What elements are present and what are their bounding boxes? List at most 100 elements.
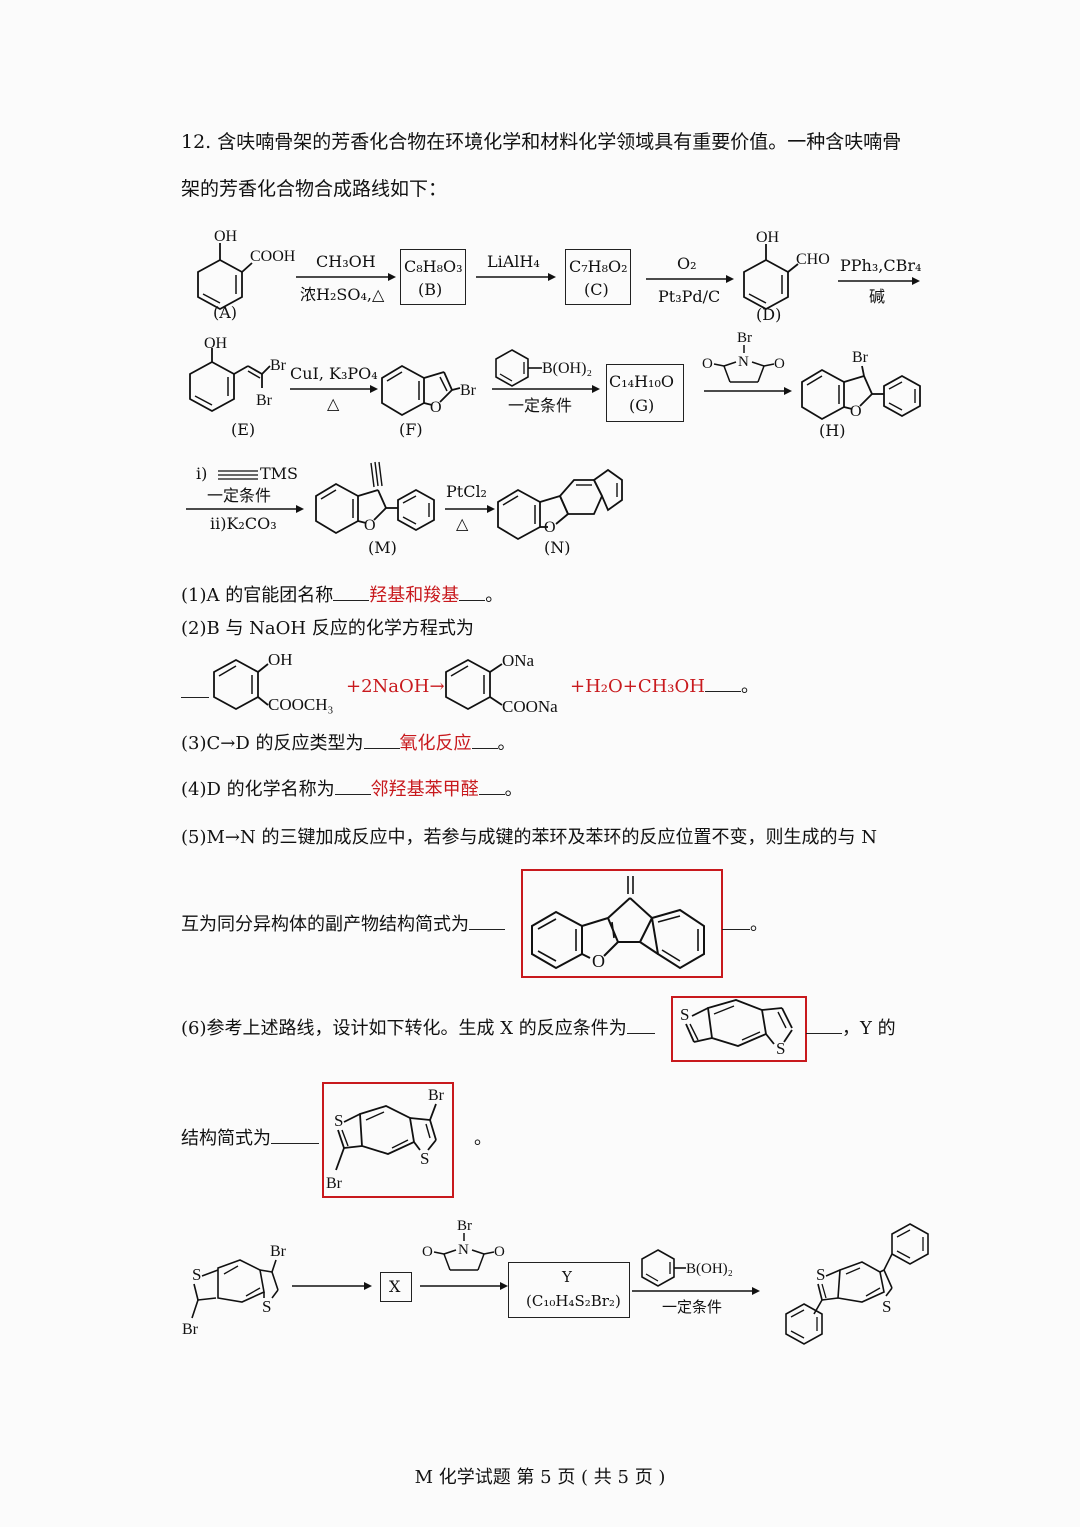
arrow-r9 (445, 505, 495, 513)
question-line-1: 12. 含呋喃骨架的芳香化合物在环境化学和材料化学领域具有重要价值。一种含呋喃骨 (181, 131, 902, 153)
cooh-label: COOH (250, 248, 296, 265)
svg-text:COOCH₃: COOCH₃ (268, 695, 334, 714)
arrow-r2 (476, 273, 556, 281)
compound-M-structure: O (315, 461, 435, 535)
svg-text:Br: Br (182, 1321, 199, 1338)
svg-text:Br: Br (457, 1218, 472, 1234)
q6-mid: ，Y 的 (806, 1020, 896, 1038)
label-D: (D) (756, 305, 782, 324)
label-C: (C) (584, 280, 609, 299)
r9-bottom: △ (456, 514, 469, 533)
phenylboronic-acid: B(OH)₂ (495, 349, 592, 387)
svg-text:Br: Br (270, 1243, 287, 1260)
svg-text:CHO: CHO (796, 251, 830, 268)
q2-blank-start (181, 696, 209, 698)
scheme2-cond: 一定条件 (662, 1298, 723, 1316)
q6-answer-x-structure: S S (680, 999, 793, 1058)
label-E: (E) (231, 420, 256, 439)
label-H: (H) (819, 421, 846, 440)
compound-E-structure: OH Br Br (189, 335, 287, 413)
svg-text:B(OH)₂: B(OH)₂ (686, 1261, 733, 1277)
scheme2-X: X (389, 1277, 401, 1296)
scheme2-arrow-2 (420, 1282, 508, 1290)
compound-D-structure: OH CHO (743, 229, 830, 311)
label-N: (N) (544, 538, 571, 557)
svg-text:N: N (458, 1242, 469, 1258)
svg-text:S: S (776, 1039, 785, 1058)
q2-product-structure: ONa COONa (445, 651, 558, 716)
compound-C-box (565, 249, 631, 305)
r4-bottom: 碱 (869, 287, 886, 306)
page-footer: M 化学试题 第 5 页 ( 共 5 页 ) (414, 1467, 666, 1488)
svg-text:S: S (262, 1297, 271, 1316)
r6-bottom: 一定条件 (508, 396, 573, 415)
label-A: (A) (213, 303, 238, 322)
q2-text: (2)B 与 NaOH 反应的化学方程式为 (181, 618, 474, 639)
compound-B-box (400, 249, 466, 305)
compound-F-structure: O Br (381, 364, 477, 417)
svg-text:N: N (738, 354, 749, 370)
scheme2-Y-box (508, 1262, 630, 1318)
svg-text:O: O (702, 356, 713, 372)
label-M: (M) (368, 538, 397, 557)
svg-text:COONa: COONa (502, 697, 558, 716)
svg-text:Br: Br (256, 392, 273, 409)
svg-text:B(OH)₂: B(OH)₂ (542, 360, 592, 377)
formula-B: C₈H₈O₃ (404, 257, 463, 276)
r1-bottom: 浓H₂SO₄,△ (300, 285, 385, 304)
r8-tms: TMS (260, 464, 299, 483)
label-B: (B) (418, 280, 443, 299)
scheme2-X-box (380, 1272, 412, 1302)
formula-C: C₇H₈O₂ (569, 257, 628, 276)
q6-text: (6)参考上述路线，设计如下转化。生成 X 的反应条件为 (181, 1020, 655, 1038)
svg-text:O: O (544, 519, 556, 536)
svg-text:OH: OH (204, 335, 228, 352)
q5-line1: (5)M→N 的三键加成反应中，若参与成键的苯环及苯环的反应位置不变，则生成的与… (181, 827, 877, 848)
q2-byproducts: +H₂O+CH₃OH。 (570, 676, 759, 697)
q4: (4)D 的化学名称为邻羟基苯甲醛。 (181, 779, 523, 800)
svg-text:O: O (430, 399, 442, 416)
scheme2-boronic: B(OH)₂ (641, 1249, 733, 1287)
q5-line2: 互为同分异构体的副产物结构简式为 (181, 916, 505, 934)
q5-answer-structure: O (531, 876, 705, 971)
r8-line2: 一定条件 (207, 486, 272, 505)
r3-top: O₂ (677, 254, 697, 273)
q2-reactant-structure: OH COOCH₃ (213, 650, 334, 714)
svg-text:Br: Br (852, 349, 869, 366)
q6-answer-x-box (671, 996, 807, 1062)
scheme2-start-structure: Br S Br S (182, 1243, 287, 1338)
svg-text:S: S (816, 1265, 825, 1284)
arrow-r5 (290, 385, 378, 393)
alkyne-tms (218, 470, 258, 480)
scheme2-arrow-1 (292, 1282, 372, 1290)
svg-text:S: S (334, 1111, 343, 1130)
q4-answer: 邻羟基苯甲醛 (370, 779, 479, 800)
compound-N-structure: O (497, 468, 623, 541)
scheme2-Y: Y (562, 1268, 572, 1286)
arrow-r4 (838, 277, 920, 285)
compound-H-structure: Br O (801, 349, 921, 421)
r3-bottom: Pt₃Pd/C (658, 287, 721, 306)
svg-text:O: O (774, 356, 785, 372)
q2-reagent: +2NaOH→ (346, 676, 445, 697)
r4-top: PPh₃,CBr₄ (840, 256, 922, 275)
svg-text:S: S (192, 1265, 201, 1284)
arrow-r1 (296, 273, 396, 281)
svg-text:OH: OH (268, 650, 293, 669)
r9-top: PtCl₂ (446, 482, 487, 501)
formula-G: C₁₄H₁₀O (609, 372, 674, 391)
svg-text:O: O (494, 1244, 505, 1260)
arrow-r3 (646, 275, 734, 283)
q6-line2: 结构简式为 (181, 1130, 319, 1148)
scheme2-Y-formula: (C₁₀H₄S₂Br₂) (526, 1292, 621, 1310)
q6-answer-y-structure: Br S Br S (326, 1087, 445, 1192)
arrow-r8 (186, 505, 304, 513)
r5-bottom: △ (327, 394, 340, 413)
svg-text:O: O (364, 517, 376, 534)
q6-end: 。 (474, 1128, 492, 1149)
r8-line1: i) (196, 464, 208, 483)
svg-text:O: O (850, 403, 862, 420)
svg-text:Br: Br (428, 1087, 445, 1104)
svg-text:S: S (680, 1005, 689, 1024)
svg-text:Br: Br (737, 330, 752, 346)
